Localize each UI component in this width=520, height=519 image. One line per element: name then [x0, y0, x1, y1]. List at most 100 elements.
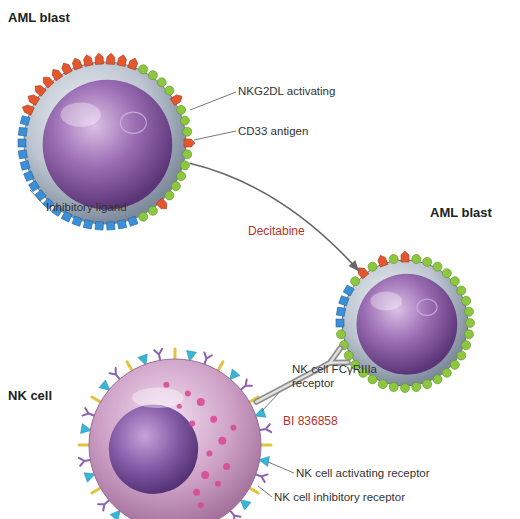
cell-highlight: [132, 387, 184, 408]
surface-ligand: [18, 150, 27, 159]
nkg2dl-ligand: [455, 284, 467, 296]
granule: [201, 471, 209, 479]
edge-label: Decitabine: [248, 224, 305, 238]
nk-cell-illustration: [75, 345, 275, 519]
callout-label: Inhibitory ligand: [46, 200, 127, 214]
surface-ligand: [18, 127, 27, 136]
surface-ligand: [179, 115, 190, 126]
surface-ligand: [440, 366, 453, 379]
granule: [210, 416, 217, 423]
nkg2dl-ligand: [163, 84, 176, 97]
surface-ligand: [117, 220, 126, 229]
surface-ligand: [343, 349, 355, 361]
leader-line: [190, 92, 236, 110]
surface-ligand: [349, 275, 362, 288]
cell-node: NK cell: [75, 345, 275, 519]
inhibitory-ligand: [336, 307, 345, 316]
arrow-head: [349, 260, 360, 271]
nkg2dl-ligand: [343, 349, 355, 361]
cd33-antigen: [50, 67, 63, 81]
cd33-antigen: [33, 83, 47, 96]
cell-highlight: [60, 103, 101, 127]
granule: [206, 451, 212, 457]
surface-ligand: [137, 211, 149, 223]
nkg2dl-ligand: [440, 366, 453, 379]
aml-cell-illustration: [330, 248, 480, 398]
surface-ligand: [448, 275, 461, 288]
surface-ligand: [33, 83, 47, 96]
nkg2dl-ligand: [175, 104, 187, 116]
surface-ligand: [170, 180, 182, 192]
antibody-outline: [256, 348, 348, 402]
surface-ligand: [339, 296, 349, 306]
nkg2dl-ligand: [431, 373, 443, 385]
cell-nucleus: [43, 80, 173, 210]
treatment-arrow: [190, 163, 360, 271]
cd33-antigen: [401, 251, 409, 262]
surface-ligand: [356, 265, 369, 279]
surface-ligand: [184, 139, 195, 147]
cd33-antigen: [377, 254, 388, 267]
surface-ligand: [60, 61, 72, 74]
nkg2dl-ligand: [401, 384, 410, 393]
surface-ligand: [83, 54, 93, 66]
inhibitory-ligand: [20, 116, 30, 126]
surface-ligand: [83, 220, 92, 229]
granule: [198, 502, 204, 508]
nkg2dl-ligand: [466, 319, 475, 328]
nkg2dl-ligand: [388, 254, 398, 264]
surface-ligand: [401, 384, 410, 393]
cell-nucleus: [356, 274, 457, 375]
surface-ligand: [455, 349, 467, 361]
nkg2dl-ligand: [421, 256, 433, 268]
cd33-antigen: [128, 57, 139, 70]
nkg2dl-ligand: [175, 170, 187, 182]
nkg2dl-ligand: [137, 211, 149, 223]
surface-ligand: [421, 378, 433, 390]
nkg2dl-ligand: [455, 349, 467, 361]
surface-ligand: [128, 216, 138, 226]
nkg2dl-ligand: [460, 339, 472, 351]
surface-ligand: [336, 329, 346, 339]
cd33-antigen: [26, 93, 40, 106]
cell-membrane: [24, 62, 186, 224]
inhibitory-ligand: [106, 222, 115, 231]
granule: [218, 437, 226, 445]
cell-nucleus: [109, 405, 198, 494]
cell-node: AML blast: [330, 248, 480, 398]
surface-ligand: [464, 329, 474, 339]
surface-ligand: [336, 319, 344, 327]
cd33-antigen: [356, 265, 369, 279]
inhibitory-ligand: [18, 139, 26, 147]
surface-ligand: [336, 307, 345, 316]
granule: [185, 390, 191, 396]
inhibitory-ligand: [72, 216, 82, 226]
surface-ligand: [24, 171, 35, 182]
surface-ligand: [175, 104, 187, 116]
surface-ligand: [35, 190, 46, 201]
nkg2dl-ligand: [377, 378, 389, 390]
surface-ligand: [20, 160, 30, 170]
inhibitory-ligand: [95, 222, 104, 231]
granule: [223, 463, 230, 470]
cell-highlight: [370, 292, 402, 311]
nkg2dl-ligand: [179, 160, 190, 171]
cd33-antigen: [60, 61, 72, 74]
surface-ligand: [163, 84, 176, 97]
surface-ligand: [29, 181, 40, 192]
surface-ligand: [431, 373, 443, 385]
surface-ligand: [411, 254, 421, 264]
surface-ligand: [388, 254, 398, 264]
surface-ligand: [20, 116, 30, 126]
surface-ligand: [147, 69, 160, 82]
nkg2dl-ligand: [448, 275, 461, 288]
callout-label: NK cell inhibitory receptor: [274, 490, 405, 504]
surface-ligand: [466, 319, 475, 328]
antibody-connector: [256, 348, 348, 402]
nkg2dl-ligand: [366, 261, 378, 273]
surface-ligand: [163, 189, 176, 202]
leader-line: [268, 462, 294, 473]
inhibitory-ligand: [339, 296, 349, 306]
surface-ligand: [448, 358, 461, 371]
